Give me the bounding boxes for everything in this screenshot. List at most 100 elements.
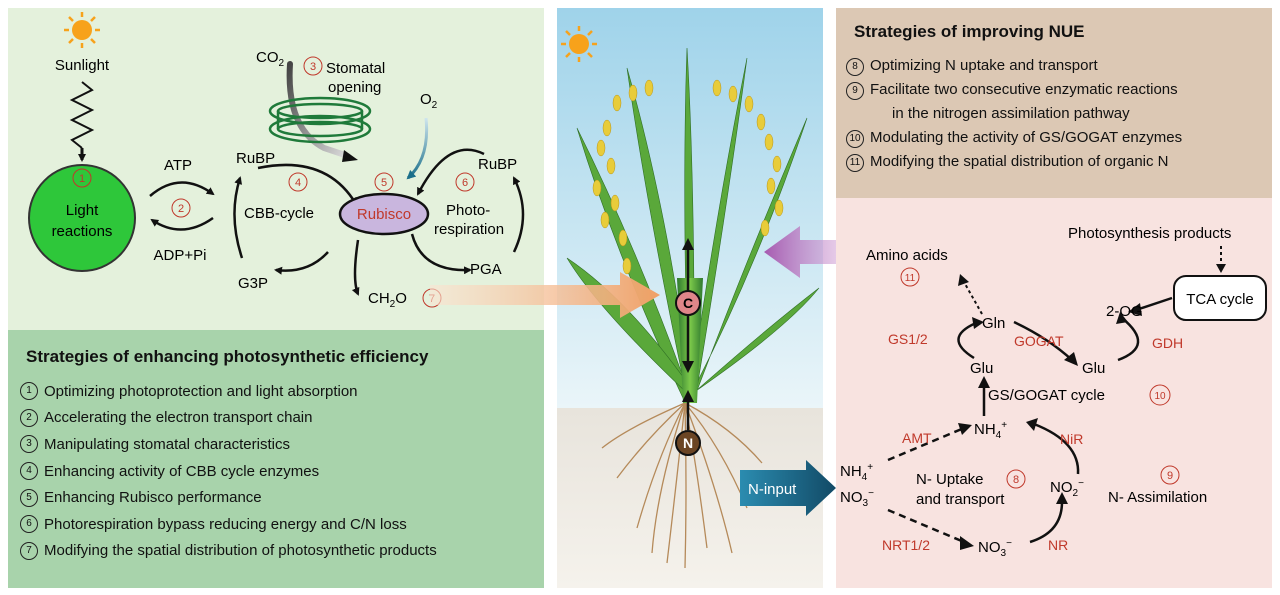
amt-label: AMT — [902, 430, 932, 446]
strategy-number: 11 — [846, 154, 864, 172]
strategy-number: 7 — [20, 541, 38, 560]
strategy-number: 1 — [20, 382, 38, 401]
atp-arrow — [149, 181, 215, 197]
strategy-text-wrap: Modifying the spatial distribution of or… — [870, 150, 1169, 174]
no3-input-label: NO3− — [840, 488, 874, 509]
nr-arrow — [1029, 501, 1064, 544]
strategy-text: Enhancing Rubisco performance — [44, 489, 262, 507]
nitrogen-metabolism-panel: Photosynthesis products TCA cycle Amino … — [836, 198, 1272, 588]
ch2o-label: CH2O — [368, 290, 407, 310]
rubp-left-label: RuBP — [236, 150, 275, 167]
strategy-text: Photorespiration bypass reducing energy … — [44, 515, 407, 533]
nue-strategy-item: 8 Optimizing N uptake and transport — [846, 54, 1182, 78]
tca-cycle-label: TCA cycle — [1186, 291, 1254, 308]
cbb-arrow-left — [233, 176, 244, 259]
light-reactions-label-2: reactions — [52, 223, 113, 240]
co2-arrow — [286, 61, 351, 159]
photosynthesis-diagram: Sunlight 1 Light reactions ATP 2 ADP+Pi … — [28, 12, 525, 310]
rubisco-label: Rubisco — [357, 206, 411, 223]
strategy-number: 5 — [20, 488, 38, 507]
strategy-text: Modifying the spatial distribution of or… — [870, 153, 1169, 170]
strategy-number: 3 — [20, 435, 38, 454]
gs-arrow — [957, 321, 977, 360]
grain-panicles — [592, 79, 784, 275]
assimilation-label: N- Assimilation — [1108, 489, 1207, 506]
photoresp-arrow-top — [416, 148, 485, 196]
step-num-2: 2 — [178, 203, 184, 215]
strategy-text-line2: in the nitrogen assimilation pathway — [892, 105, 1130, 122]
strategy-text: Modulating the activity of GS/GOGAT enzy… — [870, 129, 1183, 146]
no3-label: NO3− — [978, 538, 1012, 559]
leaves — [566, 47, 820, 399]
ch2o-arrow — [351, 239, 360, 296]
carbon-node — [675, 290, 701, 316]
light-reactions-circle — [28, 164, 136, 272]
step-num-3: 3 — [310, 61, 316, 73]
photoresp-label-2: respiration — [434, 221, 504, 238]
gdh-label: GDH — [1152, 335, 1183, 351]
g3p-arrow — [274, 251, 329, 275]
2og-label: 2-OG — [1106, 303, 1143, 320]
atp-label: ATP — [164, 157, 192, 174]
sunlight-label: Sunlight — [55, 57, 110, 74]
no2-label: NO2− — [1050, 478, 1084, 499]
uptake-label-2: and transport — [916, 491, 1005, 508]
strategy-number: 8 — [846, 58, 864, 76]
photosynthesis-panel: Sunlight 1 Light reactions ATP 2 ADP+Pi … — [8, 8, 544, 330]
sun-icon — [561, 26, 597, 62]
n-input-label: N-input — [748, 481, 797, 498]
nue-strategies-title: Strategies of improving NUE — [854, 22, 1085, 41]
light-reactions-label-1: Light — [66, 202, 99, 219]
o2-arrow — [406, 117, 429, 180]
nr-label: NR — [1048, 537, 1068, 553]
step-num-1: 1 — [79, 173, 85, 185]
photosynthesis-strategy-item: 3 Manipulating stomatal characteristics — [20, 431, 437, 458]
glu-left-label: Glu — [970, 360, 993, 377]
light-wave-icon — [69, 81, 95, 149]
rubisco-ellipse — [338, 192, 430, 236]
stomata-icon — [268, 96, 372, 144]
strategy-text-wrap: Optimizing N uptake and transport — [870, 54, 1098, 78]
strategy-text: Manipulating stomatal characteristics — [44, 435, 290, 453]
step-num-5: 5 — [381, 177, 387, 189]
rubp-right-label: RuBP — [478, 156, 517, 173]
amt-arrow — [887, 426, 965, 462]
strategy-text: Facilitate two consecutive enzymatic rea… — [870, 81, 1178, 98]
nir-arrow — [1033, 422, 1080, 475]
nitrogen-label: N — [683, 435, 693, 451]
nir-label: NiR — [1060, 431, 1083, 447]
photosynthesis-products-label: Photosynthesis products — [1068, 225, 1231, 242]
co2-label: CO2 — [256, 49, 285, 69]
strategy-text: Modifying the spatial distribution of ph… — [44, 542, 437, 560]
n-input-arrow: N-input — [740, 460, 836, 516]
photosynthesis-strategy-item: 5 Enhancing Rubisco performance — [20, 484, 437, 511]
tca-to-og-arrow — [1135, 296, 1173, 312]
strategy-text-wrap: Facilitate two consecutive enzymatic rea… — [870, 78, 1178, 126]
pga-arrow — [410, 233, 472, 275]
strategy-text: Enhancing activity of CBB cycle enzymes — [44, 462, 320, 480]
nh4-label: NH4+ — [974, 420, 1007, 441]
adp-label: ADP+Pi — [154, 247, 207, 264]
amino-acids-label: Amino acids — [866, 247, 948, 264]
uptake-label-1: N- Uptake — [916, 471, 984, 488]
nitrogen-node — [675, 430, 701, 456]
gs12-label: GS1/2 — [888, 331, 928, 347]
photosynthesis-strategies-title: Strategies of enhancing photosynthetic e… — [26, 347, 429, 366]
amino-acid-flow-arrow — [764, 226, 870, 278]
step-num-10: 10 — [1154, 391, 1166, 402]
gogat-label: GOGAT — [1014, 333, 1064, 349]
o2-label: O2 — [420, 91, 438, 111]
strategy-text: Optimizing N uptake and transport — [870, 57, 1098, 74]
photoresp-arrow-right — [512, 176, 525, 253]
nrt-label: NRT1/2 — [882, 537, 930, 553]
photoresp-label-1: Photo- — [446, 202, 490, 219]
gdh-arrow — [1117, 317, 1140, 362]
nitrogen-metabolism-diagram: Photosynthesis products TCA cycle Amino … — [840, 225, 1267, 559]
